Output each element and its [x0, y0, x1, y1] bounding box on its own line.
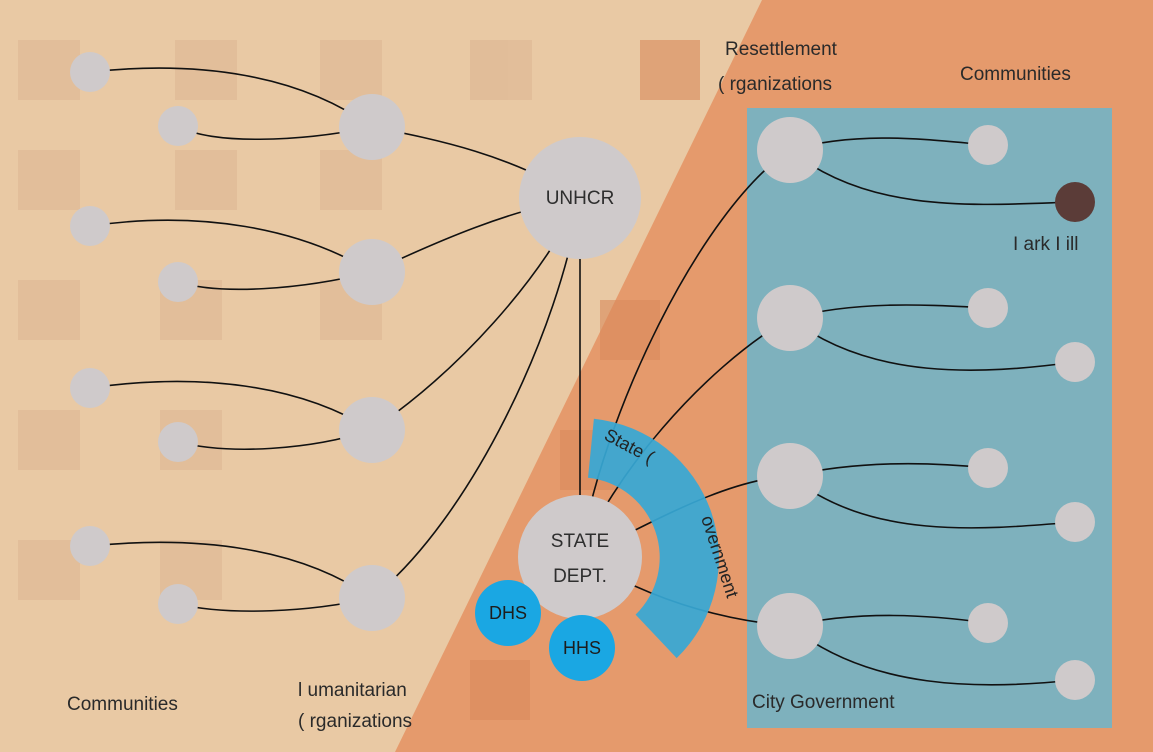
- humanitarian-org-node: [339, 565, 405, 631]
- humanitarian-org-node: [339, 94, 405, 160]
- humanitarian-orgs-label-line2: ( rganizations: [298, 711, 412, 732]
- humanitarian-org-nodes: [339, 94, 405, 631]
- left-communities-label: Communities: [67, 694, 178, 715]
- community-node: [968, 603, 1008, 643]
- resettlement-org-node: [757, 117, 823, 183]
- community-node: [158, 584, 198, 624]
- dhs-label: DHS: [489, 603, 527, 623]
- community-node: [1055, 660, 1095, 700]
- community-node: [70, 526, 110, 566]
- park-hill-label: I ark I ill: [1013, 234, 1078, 255]
- left-community-nodes: [70, 52, 198, 624]
- community-node: [968, 125, 1008, 165]
- city-government-label: City Government: [752, 692, 895, 713]
- community-node: [1055, 502, 1095, 542]
- community-node: [70, 368, 110, 408]
- resettlement-org-node: [757, 285, 823, 351]
- community-node: [70, 52, 110, 92]
- dhs-node: [475, 580, 541, 646]
- resettlement-org-node: [757, 443, 823, 509]
- hhs-label: HHS: [563, 638, 601, 658]
- community-node: [1055, 342, 1095, 382]
- state-dept-node: [518, 495, 642, 619]
- resettlement-orgs-label-line1: Resettlement: [725, 39, 838, 60]
- humanitarian-org-node: [339, 397, 405, 463]
- community-node: [158, 422, 198, 462]
- humanitarian-orgs-label-line1: l umanitarian: [298, 680, 407, 701]
- right-communities-label: Communities: [960, 64, 1071, 85]
- hhs-node: [549, 615, 615, 681]
- state-government-band: [588, 418, 719, 659]
- state-dept-label-line1: STATE: [551, 531, 609, 552]
- state-dept-label-line2: DEPT.: [553, 566, 607, 587]
- community-node: [158, 262, 198, 302]
- humanitarian-org-node: [339, 239, 405, 305]
- community-node: [968, 448, 1008, 488]
- resettlement-org-nodes: [757, 117, 823, 659]
- community-node: [968, 288, 1008, 328]
- resettlement-orgs-label-line2: ( rganizations: [718, 74, 832, 95]
- community-node: [70, 206, 110, 246]
- unhcr-node: [519, 137, 641, 259]
- resettlement-org-node: [757, 593, 823, 659]
- right-community-nodes: [968, 125, 1095, 700]
- unhcr-label: UNHCR: [546, 188, 615, 209]
- community-node: [158, 106, 198, 146]
- park-hill-node: [1055, 182, 1095, 222]
